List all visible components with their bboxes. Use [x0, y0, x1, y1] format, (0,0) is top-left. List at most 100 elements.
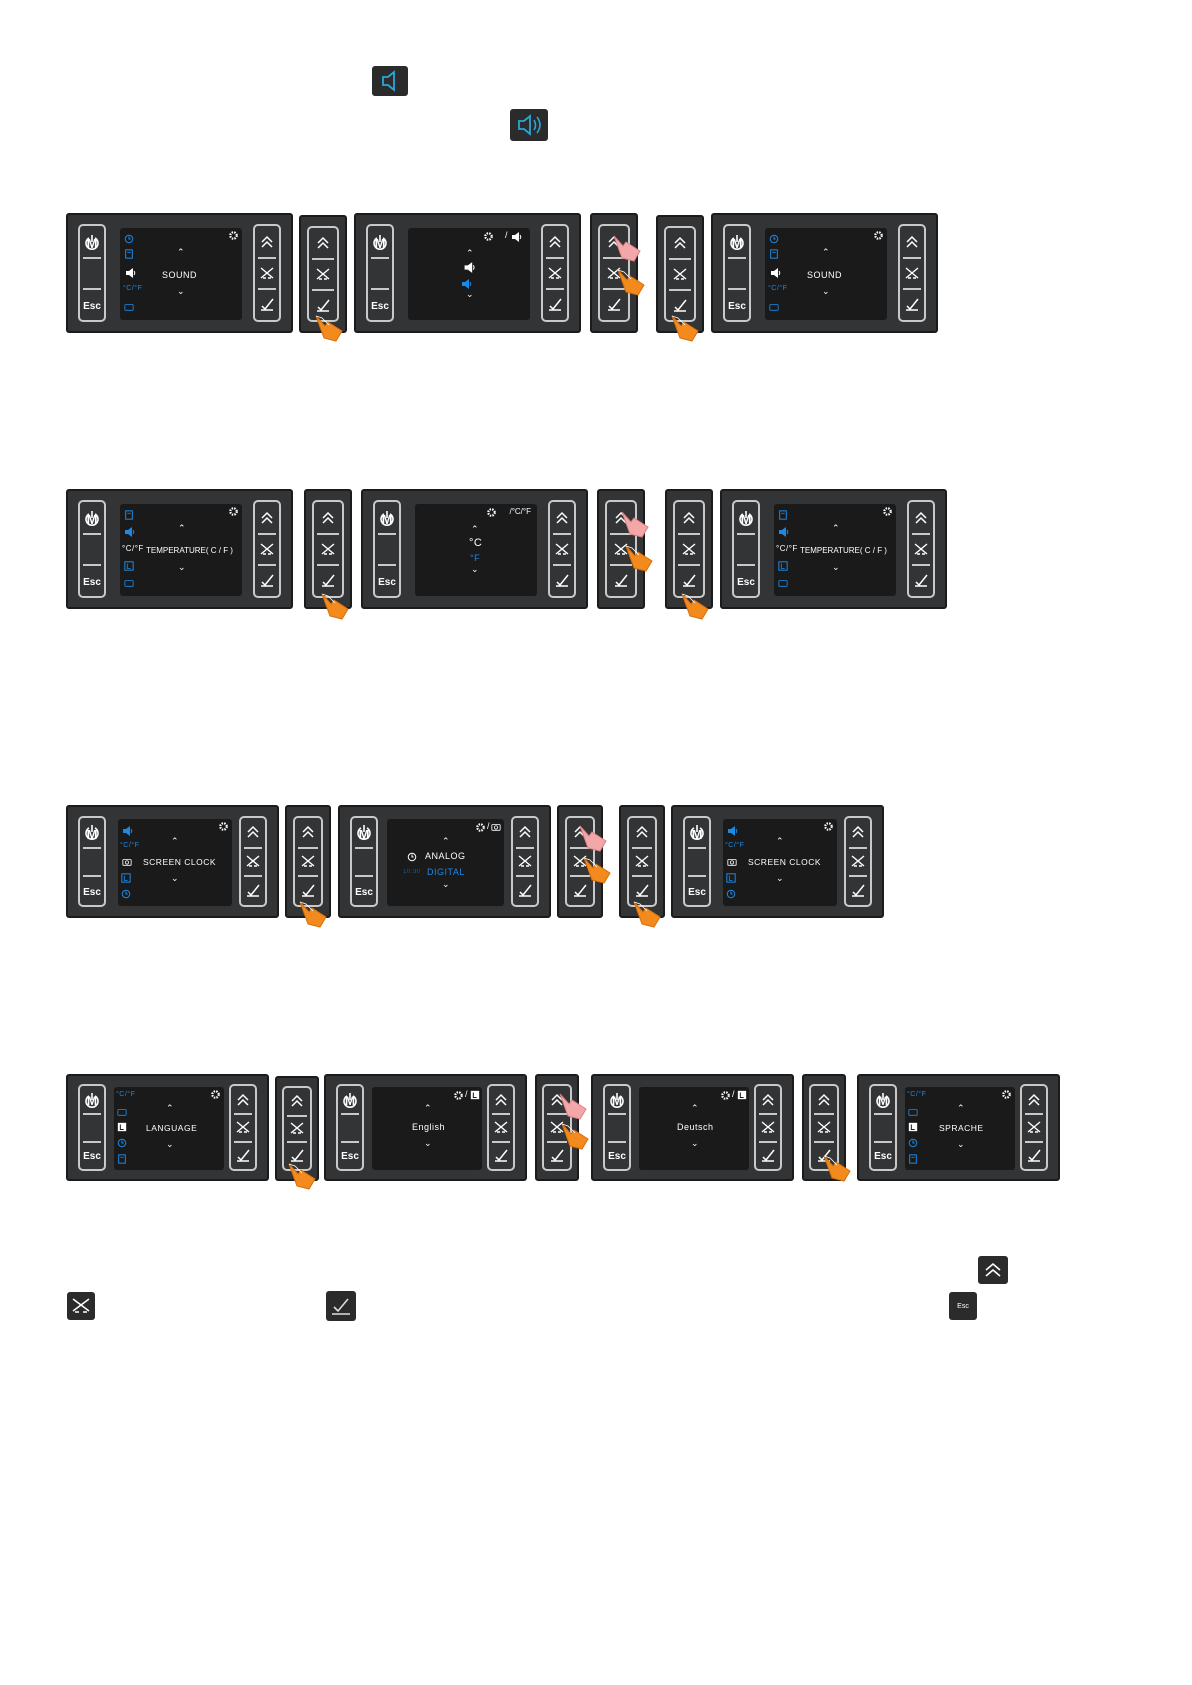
cancel-button[interactable] — [909, 533, 933, 564]
cancel-button[interactable] — [846, 847, 870, 876]
cancel-button[interactable] — [241, 847, 265, 876]
esc-button[interactable]: Esc — [734, 565, 758, 596]
up-button[interactable] — [550, 502, 574, 533]
up-button[interactable] — [846, 818, 870, 847]
cancel-button[interactable] — [811, 1114, 837, 1142]
confirm-button[interactable] — [600, 289, 628, 320]
esc-button[interactable]: Esc — [338, 1141, 362, 1169]
up-button[interactable] — [666, 228, 694, 259]
up-button[interactable] — [255, 502, 279, 533]
esc-button[interactable]: Esc — [605, 1141, 629, 1169]
m-button[interactable]: M — [338, 1086, 362, 1114]
m-button[interactable]: M — [725, 226, 749, 257]
cancel-button[interactable] — [675, 533, 703, 564]
cancel-button[interactable] — [900, 257, 924, 288]
confirm-button[interactable] — [295, 876, 321, 905]
esc-button[interactable]: Esc — [352, 876, 376, 905]
up-button[interactable] — [489, 1086, 513, 1114]
up-button[interactable] — [295, 818, 321, 847]
cancel-button[interactable] — [629, 847, 655, 876]
m-button[interactable]: M — [605, 1086, 629, 1114]
up-button[interactable] — [629, 818, 655, 847]
confirm-button[interactable] — [607, 565, 635, 596]
up-button[interactable] — [314, 502, 342, 533]
confirm-button[interactable] — [900, 289, 924, 320]
cancel-button[interactable] — [513, 847, 537, 876]
m-button[interactable]: M — [685, 818, 709, 847]
cancel-button[interactable] — [309, 259, 337, 290]
m-button[interactable]: M — [871, 1086, 895, 1114]
cancel-button[interactable] — [1022, 1114, 1046, 1142]
confirm-button[interactable] — [629, 876, 655, 905]
up-button[interactable] — [284, 1088, 310, 1115]
cancel-button[interactable] — [231, 1114, 255, 1142]
confirm-button[interactable] — [1022, 1141, 1046, 1169]
confirm-button[interactable] — [543, 289, 567, 320]
confirm-button[interactable] — [309, 289, 337, 320]
up-button[interactable] — [811, 1086, 837, 1114]
cancel-button[interactable] — [314, 533, 342, 564]
confirm-button[interactable] — [567, 876, 593, 905]
cancel-button[interactable] — [255, 533, 279, 564]
confirm-button[interactable] — [513, 876, 537, 905]
confirm-button[interactable] — [550, 565, 574, 596]
esc-button[interactable]: Esc — [368, 289, 392, 320]
up-button[interactable] — [543, 226, 567, 257]
up-button[interactable] — [309, 228, 337, 259]
cancel-button[interactable] — [543, 257, 567, 288]
up-button[interactable] — [231, 1086, 255, 1114]
m-button[interactable]: M — [80, 502, 104, 533]
cancel-button[interactable] — [600, 257, 628, 288]
confirm-button[interactable] — [846, 876, 870, 905]
confirm-button[interactable] — [314, 565, 342, 596]
esc-button[interactable]: Esc — [80, 565, 104, 596]
cancel-button[interactable] — [295, 847, 321, 876]
confirm-button[interactable] — [241, 876, 265, 905]
m-button[interactable]: M — [375, 502, 399, 533]
up-button[interactable] — [241, 818, 265, 847]
cancel-button[interactable] — [284, 1115, 310, 1142]
esc-button[interactable]: Esc — [685, 876, 709, 905]
m-button[interactable]: M — [80, 226, 104, 257]
confirm-button[interactable] — [231, 1141, 255, 1169]
cancel-button[interactable] — [489, 1114, 513, 1142]
confirm-button[interactable] — [675, 565, 703, 596]
up-button[interactable] — [607, 502, 635, 533]
up-button[interactable] — [513, 818, 537, 847]
cancel-button[interactable] — [544, 1114, 570, 1142]
confirm-button[interactable] — [255, 565, 279, 596]
cancel-button[interactable] — [666, 259, 694, 290]
confirm-button[interactable] — [666, 289, 694, 320]
up-button[interactable] — [756, 1086, 780, 1114]
esc-button[interactable]: Esc — [80, 876, 104, 905]
m-button[interactable]: M — [368, 226, 392, 257]
up-button[interactable] — [600, 226, 628, 257]
confirm-button[interactable] — [489, 1141, 513, 1169]
cancel-button[interactable] — [607, 533, 635, 564]
cancel-button[interactable] — [756, 1114, 780, 1142]
confirm-button[interactable] — [811, 1141, 837, 1169]
up-button[interactable] — [675, 502, 703, 533]
esc-button[interactable]: Esc — [725, 289, 749, 320]
m-button[interactable]: M — [734, 502, 758, 533]
confirm-button[interactable] — [284, 1142, 310, 1169]
m-button[interactable]: M — [80, 1086, 104, 1114]
esc-button[interactable]: Esc — [871, 1141, 895, 1169]
esc-button[interactable]: Esc — [375, 565, 399, 596]
up-button[interactable] — [909, 502, 933, 533]
up-button[interactable] — [567, 818, 593, 847]
up-button[interactable] — [255, 226, 279, 257]
confirm-button[interactable] — [255, 289, 279, 320]
m-button[interactable]: M — [352, 818, 376, 847]
m-button[interactable]: M — [80, 818, 104, 847]
confirm-button[interactable] — [544, 1141, 570, 1169]
confirm-button[interactable] — [756, 1141, 780, 1169]
cancel-button[interactable] — [550, 533, 574, 564]
up-button[interactable] — [900, 226, 924, 257]
cancel-button[interactable] — [567, 847, 593, 876]
up-button[interactable] — [1022, 1086, 1046, 1114]
esc-button[interactable]: Esc — [80, 289, 104, 320]
up-button[interactable] — [544, 1086, 570, 1114]
esc-button[interactable]: Esc — [80, 1141, 104, 1169]
confirm-button[interactable] — [909, 565, 933, 596]
